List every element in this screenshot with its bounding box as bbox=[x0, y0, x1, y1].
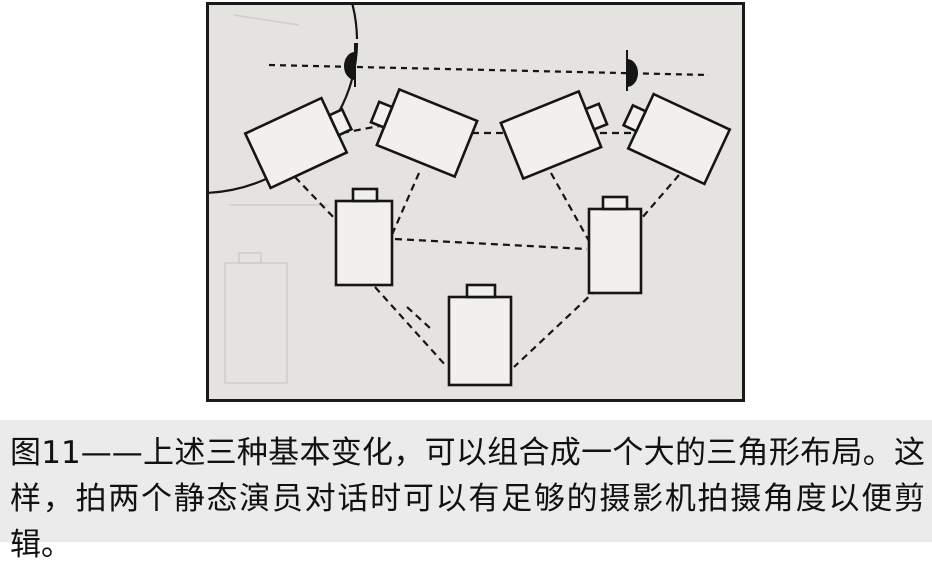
faint-background-marks bbox=[224, 14, 329, 384]
sight-line bbox=[406, 306, 432, 330]
camera-2 bbox=[369, 87, 479, 179]
camera-4 bbox=[621, 92, 732, 186]
sight-line bbox=[394, 237, 588, 251]
sight-line bbox=[640, 174, 680, 220]
diagram-photo bbox=[206, 2, 745, 402]
camera-6 bbox=[587, 195, 643, 295]
figure-caption: 图11——上述三种基本变化，可以组合成一个大的三角形布局。这样，拍两个静态演员对… bbox=[10, 435, 925, 563]
sight-line bbox=[294, 176, 338, 222]
camera-5 bbox=[334, 187, 394, 287]
camera-layout-diagram bbox=[209, 5, 732, 387]
camera-3 bbox=[499, 89, 609, 181]
camera-1 bbox=[243, 96, 354, 190]
sight-line bbox=[513, 288, 598, 368]
camera-7 bbox=[447, 283, 513, 387]
sight-line bbox=[389, 172, 421, 238]
actor-marker-right bbox=[626, 50, 638, 91]
sight-line bbox=[550, 172, 590, 242]
sight-line bbox=[374, 286, 448, 368]
actor-axis-line bbox=[268, 63, 710, 77]
caption-band bbox=[0, 420, 932, 542]
actor-marker-left bbox=[344, 43, 356, 87]
